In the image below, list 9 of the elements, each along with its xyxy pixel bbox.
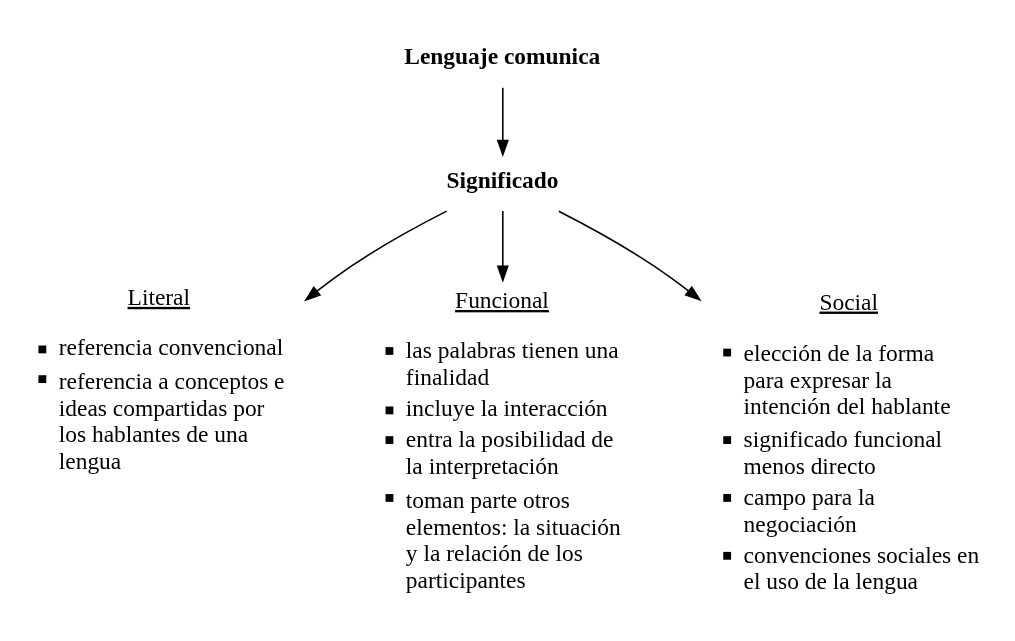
node-text: Funcional las palabras tienen una finalidad incluye la interacción entra la posibilidad de la interpretación toman parte otros elementos: la situación y la relación de los participantes: [405, 286, 621, 593]
arrow: [496, 86, 509, 158]
node-text: Significado: [446, 166, 559, 193]
arrow: [496, 210, 509, 283]
node-text: Lenguaje comunica: [404, 43, 601, 70]
node-text: Social elección de la forma para expresar la intención del hablante significado funcional menos directo campo para la negociación convenciones sociales en el uso de la lengua: [743, 288, 980, 595]
arrow: [304, 210, 448, 302]
arrow: [558, 210, 702, 302]
node-text: Literal referencia convencional referencia a conceptos e ideas compartidas por los hablantes de una lengua: [58, 283, 285, 475]
